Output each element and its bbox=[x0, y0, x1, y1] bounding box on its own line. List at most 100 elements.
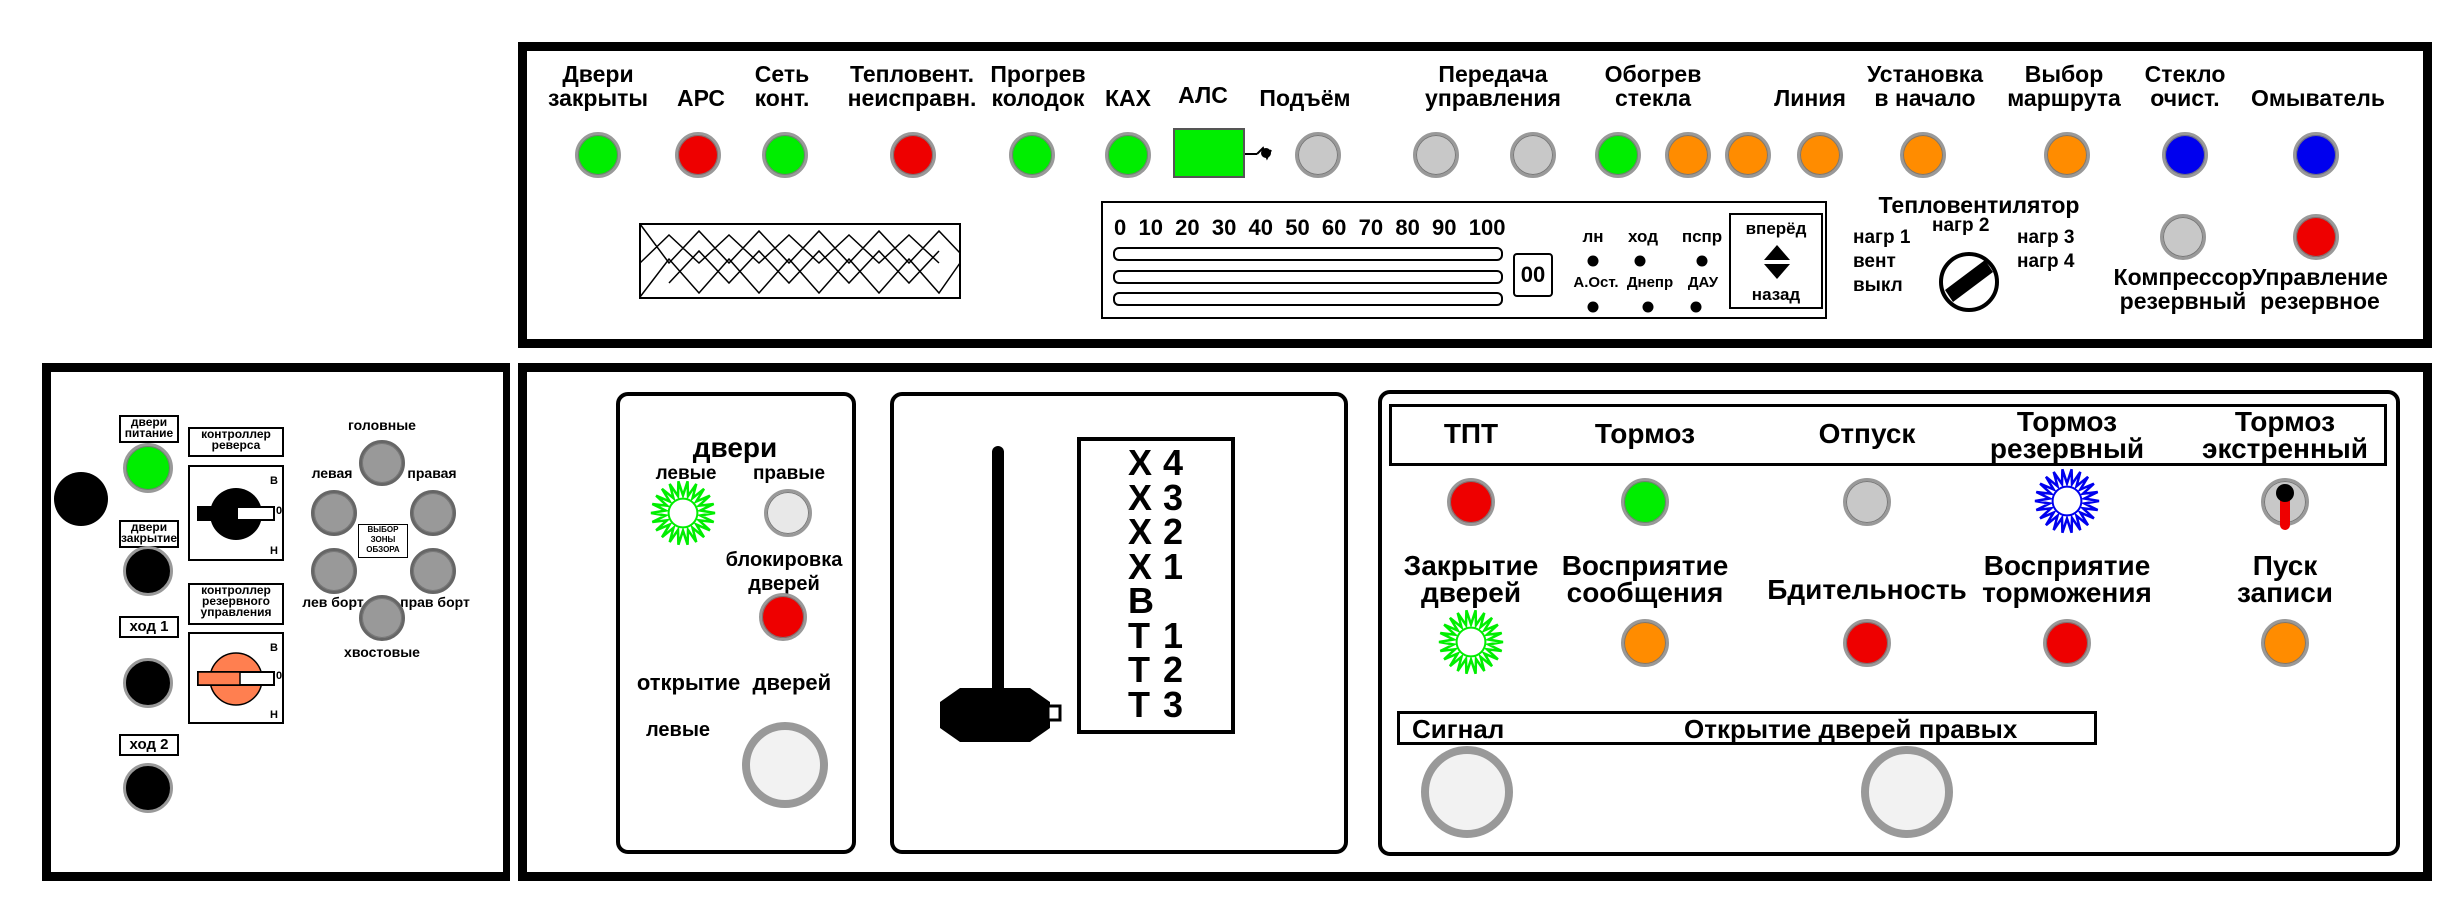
hod1-tag: ход 1 bbox=[119, 616, 179, 638]
view-lb-label: лев борт bbox=[302, 594, 364, 610]
hod2-button[interactable] bbox=[123, 763, 173, 813]
left-black-button[interactable] bbox=[54, 472, 108, 526]
brake-row2-label: Закрытие дверей bbox=[1403, 550, 1539, 608]
top-lamp-label: Подъём bbox=[1259, 85, 1351, 111]
mode-dnepr-label: Днепр bbox=[1626, 274, 1674, 291]
direction-forward-label: вперёд bbox=[1745, 219, 1807, 238]
counter-display: 00 bbox=[1513, 253, 1553, 297]
doors-power-lamp[interactable] bbox=[123, 443, 173, 493]
view-tail-button[interactable] bbox=[359, 595, 405, 641]
reserve-brake-lamp bbox=[2034, 468, 2100, 534]
top-lamp-label: Сеть конт. bbox=[754, 61, 810, 111]
top-lamp-label: КАХ bbox=[1105, 85, 1151, 111]
open-right-doors-button[interactable] bbox=[1861, 746, 1953, 838]
brake-header-label: Тормоз экстренный bbox=[2201, 406, 2369, 464]
doors-lock-label: блокировка дверей bbox=[725, 549, 843, 595]
top-lamp[interactable] bbox=[2293, 132, 2339, 178]
top-lamp[interactable] bbox=[2162, 132, 2208, 178]
top-lamp[interactable] bbox=[675, 132, 721, 178]
top-lamp[interactable] bbox=[1797, 132, 1843, 178]
fan-right-labels: нагр 3 нагр 4 bbox=[2017, 227, 2075, 272]
mode-dnepr-dot bbox=[1642, 301, 1654, 313]
fan-n2-label: нагр 2 bbox=[1932, 215, 1990, 236]
controller-position-symbol: В bbox=[1128, 580, 1154, 621]
doors-left-lamp bbox=[650, 480, 716, 546]
top-lamp-label: Омыватель bbox=[2251, 85, 2385, 111]
controller-position-symbol: Х bbox=[1128, 511, 1153, 552]
top-lamp[interactable] bbox=[1295, 132, 1341, 178]
brake-header-label: Отпуск bbox=[1818, 418, 1916, 449]
brake-header-label: Тормоз резервный bbox=[1989, 406, 2145, 464]
top-lamp[interactable] bbox=[1413, 132, 1459, 178]
fan-knob[interactable] bbox=[1937, 250, 2001, 314]
top-lamp[interactable] bbox=[1510, 132, 1556, 178]
brake-bottom-bar bbox=[1397, 711, 2097, 745]
doors-close-tag: двери закрытие bbox=[119, 520, 179, 548]
brake-row1-lamp[interactable] bbox=[1843, 478, 1891, 526]
controller-position-number: 1 bbox=[1163, 545, 1184, 587]
reserve-control-lamp[interactable] bbox=[2293, 214, 2339, 260]
top-lamp-label: Прогрев колодок bbox=[990, 61, 1086, 111]
controller-handle[interactable] bbox=[930, 440, 1100, 760]
left-divider bbox=[503, 366, 509, 878]
view-head-label: головные bbox=[348, 417, 416, 433]
reserve-controller-tag: контроллер резервного управления bbox=[188, 583, 284, 625]
top-lamp[interactable] bbox=[2044, 132, 2090, 178]
brake-row2-lamp[interactable] bbox=[2261, 619, 2309, 667]
compressor-lamp[interactable] bbox=[2160, 214, 2206, 260]
doors-closed-lamp bbox=[1438, 609, 1504, 675]
top-lamp[interactable] bbox=[1665, 132, 1711, 178]
brake-row1-lamp[interactable] bbox=[1447, 478, 1495, 526]
controller-panel bbox=[890, 392, 1348, 854]
top-lamp[interactable] bbox=[1900, 132, 1946, 178]
view-zone-center: ВЫБОР ЗОНЫ ОБЗОРА bbox=[358, 524, 408, 558]
top-lamp[interactable] bbox=[575, 132, 621, 178]
brake-row2-label: Бдительность bbox=[1767, 574, 1967, 605]
reserve-controller[interactable]: В 0 Н bbox=[188, 632, 284, 724]
top-lamp[interactable] bbox=[1009, 132, 1055, 178]
top-lamp[interactable] bbox=[762, 132, 808, 178]
reverse-handle bbox=[197, 488, 275, 540]
speed-block bbox=[1101, 201, 1827, 319]
view-rb-button[interactable] bbox=[410, 548, 456, 594]
top-lamp[interactable] bbox=[1725, 132, 1771, 178]
view-head-button[interactable] bbox=[359, 440, 405, 486]
reserve-mark-0: 0 bbox=[276, 670, 283, 682]
brake-row2-label: Пуск записи bbox=[2236, 550, 2334, 608]
fan-left-labels: нагр 1 вент выкл bbox=[1853, 227, 1911, 296]
doors-close-button[interactable] bbox=[123, 546, 173, 596]
controller-position-number: 2 bbox=[1163, 511, 1184, 552]
view-right-button[interactable] bbox=[410, 490, 456, 536]
top-lamp[interactable] bbox=[1595, 132, 1641, 178]
signal-button[interactable] bbox=[1421, 746, 1513, 838]
hod1-button[interactable] bbox=[123, 658, 173, 708]
doors-left-label: левые bbox=[655, 463, 717, 484]
doors-open-left-button[interactable] bbox=[742, 722, 828, 808]
doors-right-label: правые bbox=[752, 463, 826, 484]
doors-lock-button[interactable] bbox=[759, 593, 807, 641]
view-rb-label: прав борт bbox=[400, 594, 470, 610]
mode-aost-label: А.Ост. bbox=[1573, 274, 1619, 291]
brake-row2-lamp[interactable] bbox=[2043, 619, 2091, 667]
top-lamp[interactable] bbox=[1105, 132, 1151, 178]
als-indicator bbox=[1173, 128, 1245, 178]
controller-positions-box bbox=[1077, 437, 1235, 734]
mode-pspr-dot bbox=[1696, 255, 1708, 267]
emergency-brake-lever[interactable] bbox=[2280, 494, 2290, 530]
view-left-button[interactable] bbox=[311, 490, 357, 536]
speed-bar-1 bbox=[1113, 247, 1503, 261]
speed-bar-2 bbox=[1113, 270, 1503, 284]
brake-row2-label: Восприятие торможения bbox=[1982, 550, 2152, 608]
direction-back-label: назад bbox=[1751, 285, 1801, 304]
brake-row2-lamp[interactable] bbox=[1621, 619, 1669, 667]
top-lamp-label: АРС bbox=[677, 85, 725, 111]
brake-row1-lamp[interactable] bbox=[1621, 478, 1669, 526]
doors-open-left-label: левые bbox=[645, 719, 711, 741]
top-lamp[interactable] bbox=[890, 132, 936, 178]
brake-row2-lamp[interactable] bbox=[1843, 619, 1891, 667]
direction-switch[interactable]: вперёд назад bbox=[1729, 213, 1823, 309]
reverse-controller[interactable]: В 0 Н bbox=[188, 465, 284, 561]
mode-pspr-label: пспр bbox=[1681, 227, 1723, 246]
view-lb-button[interactable] bbox=[311, 548, 357, 594]
brake-header-row bbox=[1389, 404, 2387, 466]
